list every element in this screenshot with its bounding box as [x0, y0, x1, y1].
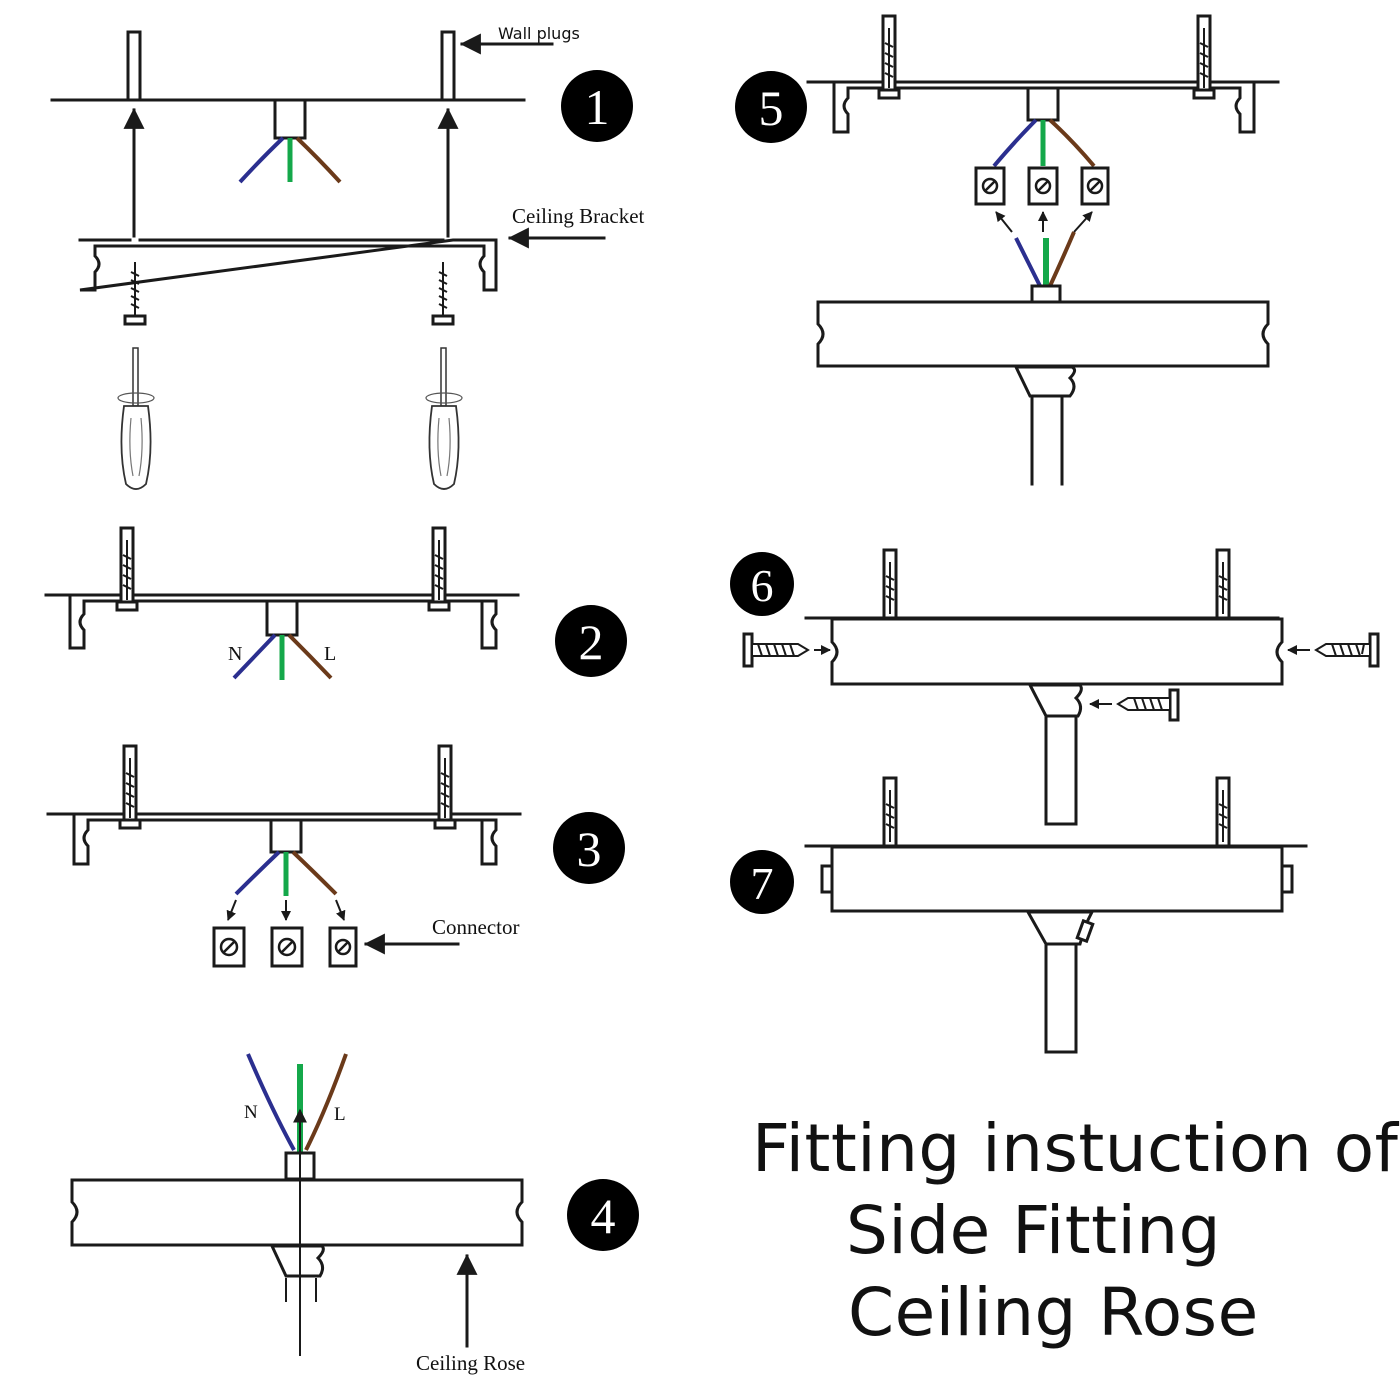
side-screw-right-icon	[1314, 632, 1380, 668]
pendant-flex	[1044, 714, 1078, 826]
side-screw-head	[1280, 864, 1294, 894]
step-7-badge: 7	[730, 850, 794, 914]
connector-block	[1080, 166, 1110, 206]
cable-entry-box	[1026, 86, 1060, 122]
cable-entry-box	[273, 98, 307, 140]
wall-plug-right	[440, 30, 456, 102]
live-wire	[304, 1053, 348, 1151]
connector-block	[328, 926, 358, 968]
rose-neck	[1027, 683, 1083, 718]
ceiling-rose-base	[830, 617, 1284, 686]
pendant-flex	[1044, 942, 1078, 1054]
fixing-screw-left	[877, 14, 901, 100]
svg-text:4: 4	[591, 1188, 616, 1244]
fixing-screw-right	[1215, 548, 1231, 620]
step-5-panel: 5	[735, 14, 1280, 486]
fixing-screw-right	[433, 744, 457, 830]
fixing-screw-left	[118, 744, 142, 830]
fixing-screw-left	[882, 548, 898, 620]
pendant-flex	[1030, 394, 1064, 486]
screwdriver-icon	[117, 347, 155, 490]
svg-text:2: 2	[579, 614, 604, 670]
fixing-screw-left	[882, 776, 898, 848]
neutral-wire	[238, 136, 285, 184]
side-screw-head	[820, 864, 834, 894]
arrow-up-icon	[995, 211, 1013, 233]
neutral-label: N	[228, 643, 242, 665]
step-4-badge: 4	[567, 1179, 639, 1251]
neutral-wire	[1014, 237, 1042, 287]
ceiling-bracket	[78, 238, 498, 292]
cable-entry-box	[269, 818, 303, 854]
cable-entry-box	[1030, 284, 1062, 304]
title-line-2: Side Fitting	[846, 1192, 1222, 1269]
live-wire	[287, 633, 333, 680]
connector-label: Connector	[432, 915, 519, 939]
step-5-badge: 5	[735, 71, 807, 143]
ceiling-bracket-label: Ceiling Bracket	[512, 204, 645, 228]
live-label: L	[324, 643, 336, 665]
step-2-panel: N L 2	[44, 526, 627, 680]
fixing-screw-right	[427, 526, 451, 612]
title-line-3: Ceiling Rose	[848, 1274, 1259, 1351]
ceiling-rose-base	[830, 845, 1284, 913]
svg-text:1: 1	[585, 79, 610, 135]
fixing-screw-left	[115, 526, 139, 612]
neck-screw-head	[1075, 918, 1095, 944]
screw-icon	[431, 262, 455, 326]
step-3-panel: Connector 3	[46, 744, 625, 968]
step-7-panel: 7	[730, 776, 1308, 1054]
connector-block	[270, 926, 304, 968]
neutral-wire	[232, 633, 277, 680]
step-6-badge: 6	[730, 552, 794, 616]
ceiling-rose-base	[816, 300, 1270, 368]
step-1-panel: Wall plugs Ceiling Bracket	[50, 24, 645, 490]
rose-neck	[1013, 365, 1077, 398]
svg-text:3: 3	[577, 821, 602, 877]
screw-icon	[123, 262, 147, 326]
neutral-wire	[246, 1053, 296, 1151]
screwdriver-icon	[425, 347, 463, 490]
cable-entry-box	[265, 599, 299, 637]
connector-block	[1027, 166, 1059, 206]
svg-text:6: 6	[751, 560, 774, 611]
live-wire	[1048, 118, 1096, 168]
wall-plug-left	[126, 30, 142, 102]
step-2-badge: 2	[555, 605, 627, 677]
neutral-wire	[992, 118, 1038, 168]
step-1-badge: 1	[561, 70, 633, 142]
connector-block	[974, 166, 1006, 206]
neck-screw-icon	[1116, 688, 1180, 722]
step-4-panel: N L Ceiling Rose 4	[70, 1053, 639, 1375]
neutral-wire	[234, 850, 281, 896]
live-wire	[295, 136, 342, 184]
neutral-label: N	[244, 1102, 258, 1123]
title-line-1: Fitting instuction of	[752, 1110, 1399, 1187]
wall-plugs-label: Wall plugs	[498, 24, 580, 43]
ceiling-rose-label: Ceiling Rose	[416, 1351, 525, 1375]
connector-block	[212, 926, 246, 968]
arrow-down-icon	[335, 899, 346, 921]
svg-text:5: 5	[759, 80, 784, 136]
step-6-panel: 6	[730, 548, 1380, 826]
svg-text:7: 7	[751, 858, 774, 909]
ceiling-rose-base	[70, 1178, 524, 1247]
side-screw-left-icon	[742, 632, 810, 668]
live-label: L	[334, 1104, 346, 1125]
live-wire	[1048, 231, 1076, 287]
instructions-title: Fitting instuction of Side Fitting Ceili…	[740, 1108, 1399, 1354]
fixing-screw-right	[1215, 776, 1231, 848]
live-wire	[291, 850, 338, 896]
arrow-down-icon	[226, 899, 237, 921]
fixing-screw-right	[1192, 14, 1216, 100]
arrow-up-icon	[1073, 211, 1093, 233]
step-3-badge: 3	[553, 812, 625, 884]
rose-neck	[269, 1244, 325, 1278]
